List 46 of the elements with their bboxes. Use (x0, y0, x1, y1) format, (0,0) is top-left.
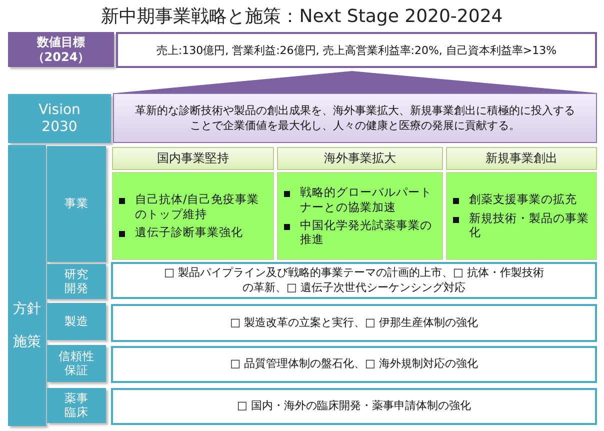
label-text: 信頼性保証 (58, 350, 96, 378)
vision-label-box (8, 94, 111, 143)
header-text: 新規事業創出 (486, 150, 558, 167)
category-label-box (47, 345, 106, 382)
measure-text: □ 品質管理体制の盤石化、□ 海外規制対応の強化 (230, 357, 478, 372)
category-label-box (47, 303, 106, 340)
header-text: 海外事業拡大 (324, 150, 396, 167)
label-text: 薬事臨床 (64, 392, 90, 420)
list-item-text: 中国化学発光試薬事業の推進 (300, 218, 433, 247)
column-header-box (112, 147, 274, 170)
category-label-box (47, 264, 106, 299)
list-item-text: 遺伝子診断事業強化 (135, 225, 243, 240)
target-text: 売上:130億円, 営業利益:26億円, 売上高営業利益率:20%, 自己資本利益率>13% (156, 42, 557, 58)
measure-row-box (111, 346, 597, 383)
label-text: 数値目標（2024） (31, 35, 91, 64)
measure-text: □ 製造改革の立案と実行、□ 伊那生産体制の強化 (230, 316, 478, 330)
label-text: 研究開発 (64, 268, 90, 296)
list-item-text: 自己抗体/自己免疫事業のトップ維持 (135, 192, 260, 222)
target-box (116, 32, 597, 68)
roof-triangle (116, 71, 597, 93)
label-text: 事業 (64, 197, 90, 211)
measure-text: □ 国内・海外の臨床開発・薬事申請体制の強化 (237, 399, 471, 414)
measure-box (112, 172, 274, 260)
category-label-box (47, 146, 106, 262)
vision-text: 革新的な診断技術や製品の創出成果を、海外事業拡大、新規事業創出に積極的に投入することで企業価値を最大化し、人々の健康と医療の発展に貢献する。 (134, 102, 576, 134)
list-item-text: 新規技術・製品の事業化 (469, 210, 590, 240)
measure-box (446, 172, 597, 260)
header-text: 国内事業堅持 (157, 150, 229, 167)
label-text: 方針 (13, 300, 41, 318)
diagram-title: 新中期事業戦略と施策：Next Stage 2020-2024 (100, 5, 504, 28)
measure-box (277, 172, 443, 260)
measure-text: □ 製品パイプライン及び戦略的事業テーマの計画的上市、□ 抗体・作製技術の革新、□ 遺伝子次世代シーケンシング対応 (163, 266, 545, 296)
measure-row-box (111, 304, 597, 342)
column-header-box (277, 147, 443, 170)
category-label-box (47, 388, 106, 423)
column-header-box (446, 147, 597, 170)
side-label-column (8, 145, 46, 426)
label-text: 施策 (13, 334, 41, 350)
label-text: Vision 2030 (38, 102, 81, 136)
list-item-text: 戦略的グローバルパートナーとの協業加速 (300, 185, 433, 214)
label-text: 製造 (64, 314, 90, 328)
goal-label-box (8, 32, 114, 67)
list-item-text: 創薬支援事業の拡充 (469, 192, 577, 207)
measure-row-box (111, 388, 597, 425)
vision-box (113, 93, 597, 143)
measure-row-box (111, 262, 597, 299)
